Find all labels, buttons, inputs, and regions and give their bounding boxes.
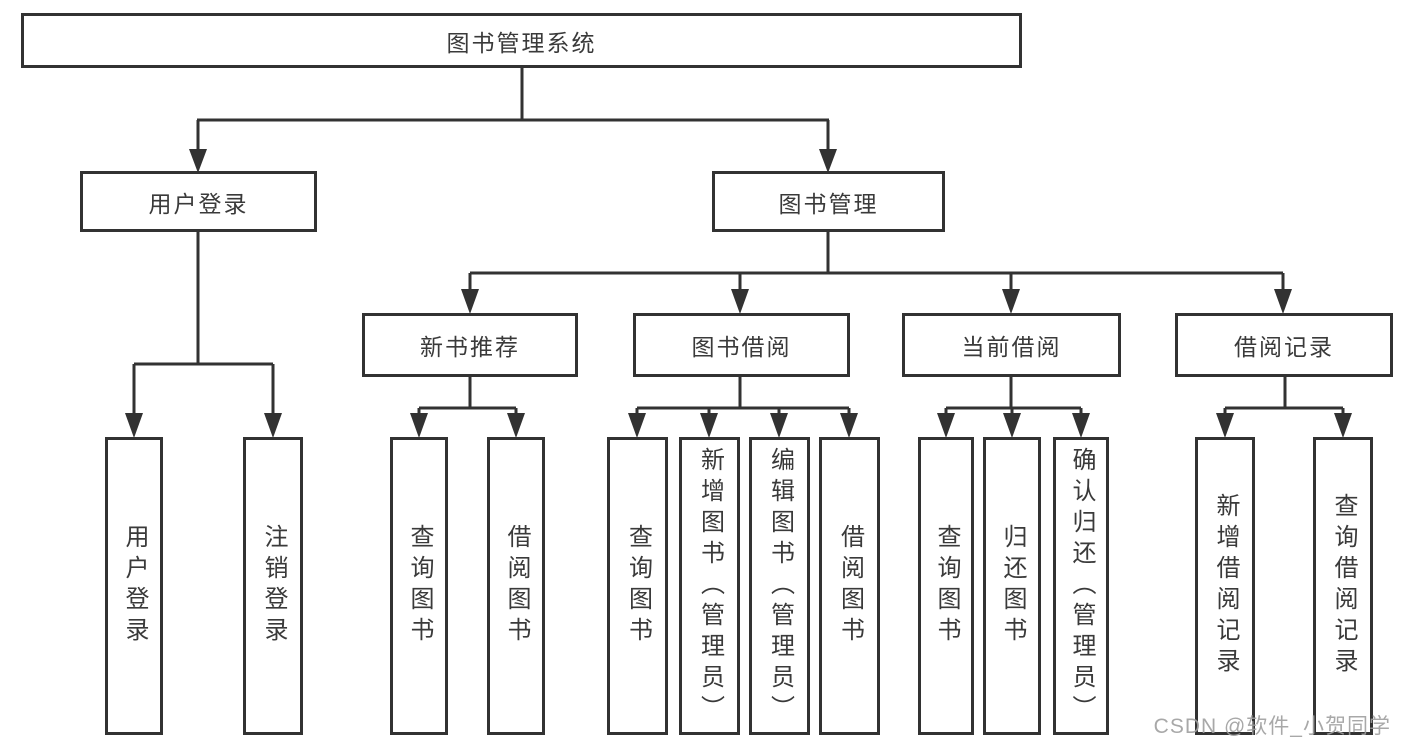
leaf-borrow-books: 借阅图书: [819, 437, 880, 735]
connector-borrow-records: [1216, 377, 1352, 438]
node-user-login: 用户登录: [80, 171, 317, 232]
leaf-return-books: 归还图书: [983, 437, 1041, 735]
node-book-borrow: 图书借阅: [633, 313, 850, 377]
leaf-add-books-admin: 新增图书（管理员）: [679, 437, 740, 735]
leaf-query-borrow-record: 查询借阅记录: [1313, 437, 1373, 735]
connector-current-borrow: [937, 377, 1090, 438]
connector-book-borrow: [628, 377, 858, 438]
node-root-system: 图书管理系统: [21, 13, 1022, 68]
leaf-query-books-recommend: 查询图书: [390, 437, 448, 735]
node-current-borrow: 当前借阅: [902, 313, 1121, 377]
connector-user-login: [125, 232, 282, 438]
leaf-borrow-books-recommend: 借阅图书: [487, 437, 545, 735]
node-book-management: 图书管理: [712, 171, 945, 232]
connector-new-book-recommend: [410, 377, 525, 438]
csdn-watermark: CSDN @软件_小贺同学: [1153, 715, 1391, 738]
leaf-add-borrow-record: 新增借阅记录: [1195, 437, 1255, 735]
connector-root: [189, 67, 837, 173]
leaf-confirm-return-admin: 确认归还（管理员）: [1053, 437, 1109, 735]
leaf-edit-books-admin: 编辑图书（管理员）: [749, 437, 810, 735]
leaf-query-books-current: 查询图书: [918, 437, 974, 735]
connector-book-management: [461, 232, 1292, 314]
node-borrow-records: 借阅记录: [1175, 313, 1393, 377]
leaf-logout: 注销登录: [243, 437, 303, 735]
leaf-user-login: 用户登录: [105, 437, 163, 735]
node-new-book-recommend: 新书推荐: [362, 313, 578, 377]
leaf-query-books-borrow: 查询图书: [607, 437, 668, 735]
